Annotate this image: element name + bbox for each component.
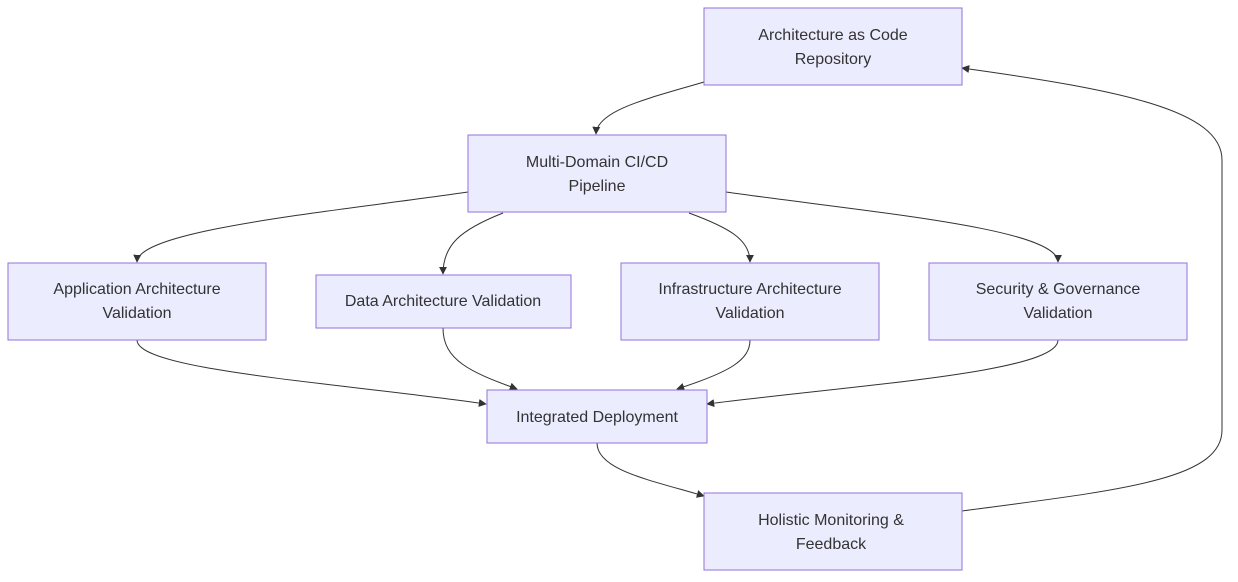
node-label-line: Data Architecture Validation	[345, 293, 541, 310]
node-ci-cd-pipeline[interactable]: Multi-Domain CI/CD Pipeline	[467, 134, 727, 213]
edge-infra-to-deploy	[676, 339, 751, 391]
node-label-line: Repository	[795, 51, 871, 68]
node-label-line: Security & Governance	[976, 281, 1141, 298]
edges	[133, 65, 1223, 512]
edge-pipeline-to-data	[439, 212, 504, 275]
edge-security-to-deploy	[706, 339, 1059, 408]
edge-repo-to-pipeline	[592, 81, 705, 135]
node-infrastructure-architecture-validation[interactable]: Infrastructure Architecture Validation	[620, 262, 880, 341]
node-label-line: Validation	[1023, 305, 1092, 322]
node-data-architecture-validation[interactable]: Data Architecture Validation	[315, 274, 572, 329]
edge-data-to-deploy	[442, 327, 518, 391]
node-label-line: Multi-Domain CI/CD	[526, 154, 668, 171]
node-label-line: Application Architecture	[53, 281, 220, 298]
node-holistic-monitoring-feedback[interactable]: Holistic Monitoring & Feedback	[703, 492, 963, 571]
edge-pipeline-to-infra	[688, 212, 754, 263]
node-label-line: Infrastructure Architecture	[658, 281, 841, 298]
node-security-governance-validation[interactable]: Security & Governance Validation	[928, 262, 1188, 341]
node-architecture-repository[interactable]: Architecture as Code Repository	[703, 7, 963, 86]
node-label-line: Architecture as Code	[758, 27, 908, 44]
node-label-line: Validation	[102, 305, 171, 322]
edge-pipeline-to-app	[133, 191, 469, 263]
node-label-line: Pipeline	[569, 178, 626, 195]
edge-pipeline-to-security	[725, 191, 1062, 263]
node-application-architecture-validation[interactable]: Application Architecture Validation	[7, 262, 267, 341]
node-integrated-deployment[interactable]: Integrated Deployment	[486, 389, 708, 444]
node-label-line: Integrated Deployment	[516, 409, 678, 426]
node-label-line: Feedback	[796, 536, 867, 553]
edge-deploy-to-monitor	[596, 442, 705, 498]
edge-app-to-deploy	[136, 339, 487, 407]
edge-monitor-to-repo	[961, 65, 1223, 512]
node-label-line: Validation	[715, 305, 784, 322]
node-label-line: Holistic Monitoring &	[758, 512, 904, 529]
